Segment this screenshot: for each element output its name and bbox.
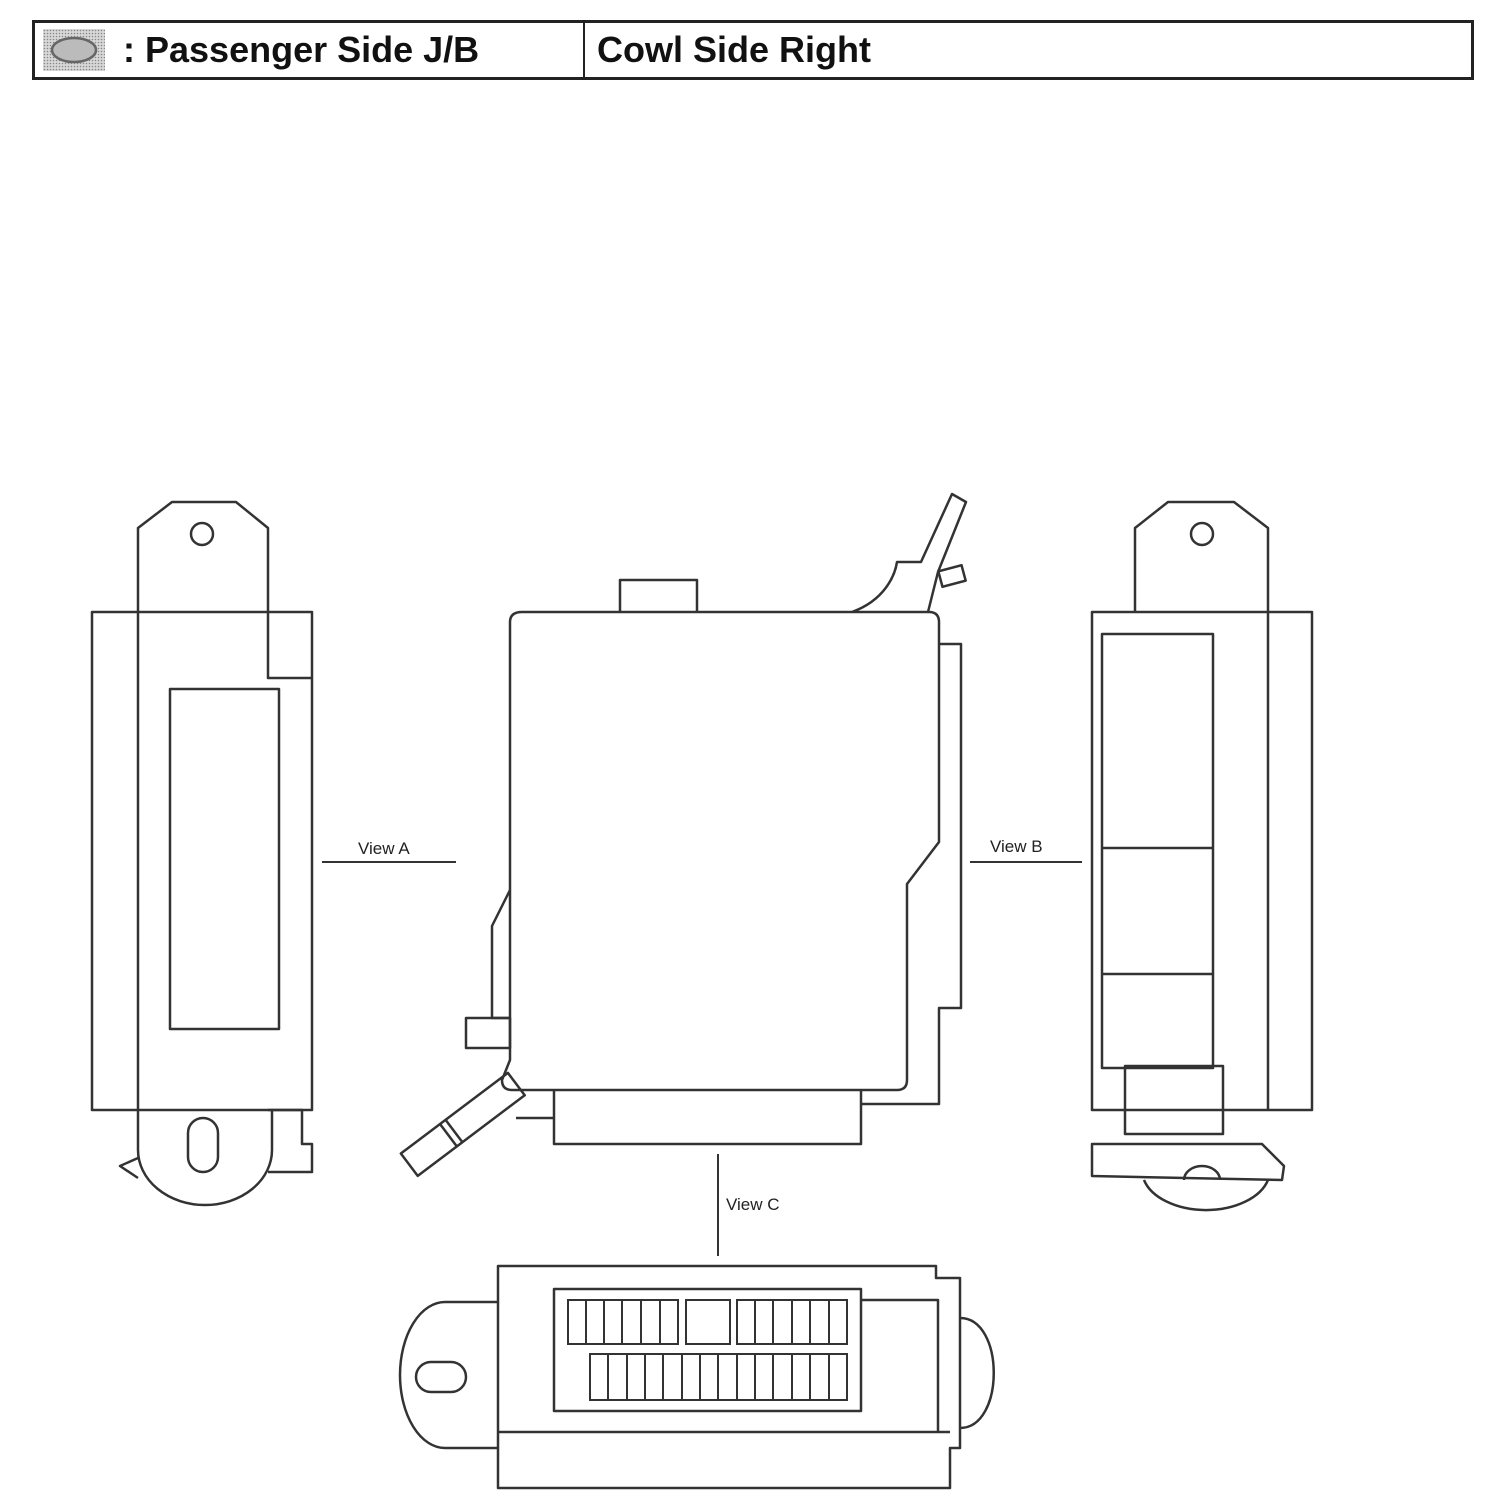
location-cell: Cowl Side Right (585, 23, 1471, 77)
view-b-drawing (1090, 500, 1314, 1212)
view-a-drawing (90, 500, 314, 1207)
oval-connector-symbol-icon (43, 29, 105, 71)
view-a-callout: View A (322, 839, 456, 863)
main-block-drawing (399, 492, 968, 1178)
view-a-label: View A (358, 839, 410, 858)
view-c-callout: View C (717, 1154, 780, 1256)
view-b-callout: View B (970, 837, 1082, 863)
component-location: Cowl Side Right (597, 29, 871, 70)
upper-fuse-row (567, 1299, 848, 1345)
view-c-drawing (398, 1264, 995, 1490)
component-name: : Passenger Side J/B (123, 29, 480, 70)
lower-fuse-row (589, 1353, 848, 1401)
component-cell: : Passenger Side J/B (35, 23, 585, 77)
view-c-label: View C (726, 1195, 780, 1214)
legend-header: : Passenger Side J/B Cowl Side Right (32, 20, 1474, 80)
view-b-label: View B (990, 837, 1043, 856)
